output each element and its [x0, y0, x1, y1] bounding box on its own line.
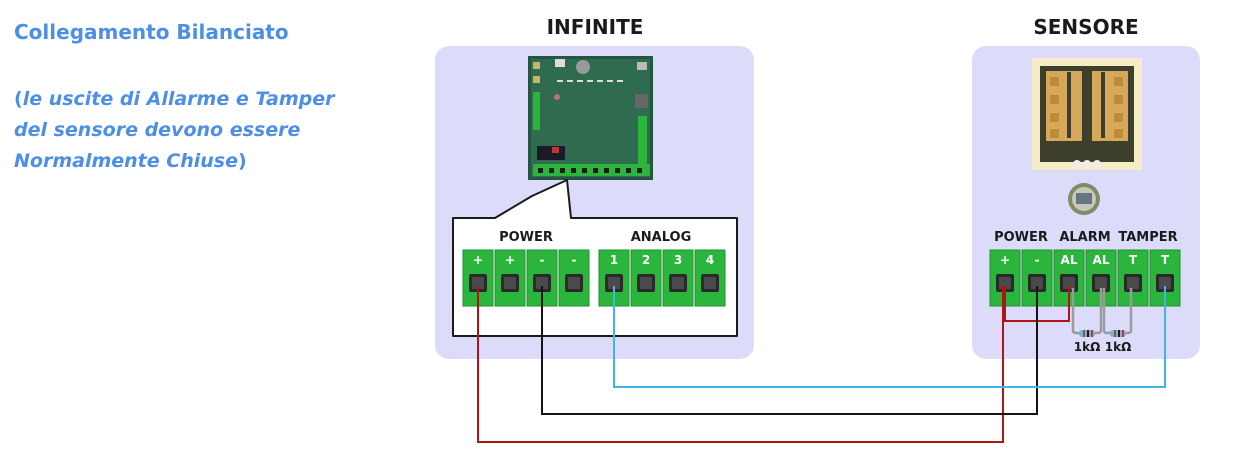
sensore-header: SENSORE: [1033, 15, 1138, 39]
note-open-paren: (: [14, 88, 23, 110]
infinite-terminal-analog-3: 3: [662, 249, 694, 307]
sensore-terminal-alarm-1: AL: [1053, 249, 1085, 307]
terminal-label: -: [540, 253, 545, 267]
terminal-label: 1: [610, 253, 618, 267]
terminal-label: -: [572, 253, 577, 267]
wire-red-positive: [477, 286, 1004, 443]
infinite-header: INFINITE: [547, 15, 644, 39]
resistor-2: [1110, 330, 1126, 337]
diagram-note: (le uscite di Allarme e Tamper del senso…: [14, 84, 335, 177]
note-line-1: le uscite di Allarme e Tamper: [22, 88, 335, 110]
resistor-1: [1079, 330, 1095, 337]
terminal-label: +: [473, 253, 483, 267]
terminal-label: AL: [1093, 253, 1110, 267]
sensore-alarm-label: ALARM: [1059, 230, 1110, 245]
wire-black-negative: [541, 286, 1038, 415]
infinite-terminal-power-minus-2: -: [558, 249, 590, 307]
sensore-terminal-power-plus: +: [989, 249, 1021, 307]
sensor-element: [1068, 183, 1100, 215]
sensore-terminal-tamper-1: T: [1117, 249, 1149, 307]
terminal-label: T: [1161, 253, 1170, 267]
resistor-1-label: 1kΩ: [1074, 340, 1101, 354]
infinite-terminal-power-plus-2: +: [494, 249, 526, 307]
sensore-tamper-label: TAMPER: [1118, 230, 1177, 245]
terminal-label: AL: [1061, 253, 1078, 267]
infinite-analog-label: ANALOG: [631, 230, 692, 245]
terminal-label: T: [1129, 253, 1138, 267]
infinite-terminal-block: + + - - 1 2 3 4: [462, 249, 726, 307]
wire-blue-analog: [613, 286, 1166, 388]
sensore-pcb: [1032, 58, 1142, 170]
terminal-label: 4: [706, 253, 714, 267]
terminal-label: 2: [642, 253, 650, 267]
note-line-2: del sensore devono essere: [14, 119, 301, 141]
sensore-terminal-power-minus: -: [1021, 249, 1053, 307]
note-line-3: Normalmente Chiuse: [14, 150, 238, 172]
terminal-label: 3: [674, 253, 682, 267]
sensore-power-label: POWER: [994, 230, 1048, 245]
infinite-terminal-power-minus-1: -: [526, 249, 558, 307]
resistor-2-label: 1kΩ: [1105, 340, 1132, 354]
infinite-terminal-analog-2: 2: [630, 249, 662, 307]
diagram-title: Collegamento Bilanciato: [14, 20, 289, 44]
infinite-power-label: POWER: [499, 230, 553, 245]
terminal-label: +: [1000, 253, 1010, 267]
infinite-terminal-analog-4: 4: [694, 249, 726, 307]
terminal-label: -: [1035, 253, 1040, 267]
note-close-paren: ): [237, 150, 247, 172]
sensore-terminal-block: + - AL AL T T: [989, 249, 1181, 307]
infinite-pcb: [528, 56, 653, 180]
sensore-terminal-tamper-2: T: [1149, 249, 1181, 307]
infinite-terminal-analog-1: 1: [598, 249, 630, 307]
infinite-terminal-power-plus-1: +: [462, 249, 494, 307]
terminal-label: +: [505, 253, 515, 267]
sensore-terminal-alarm-2: AL: [1085, 249, 1117, 307]
